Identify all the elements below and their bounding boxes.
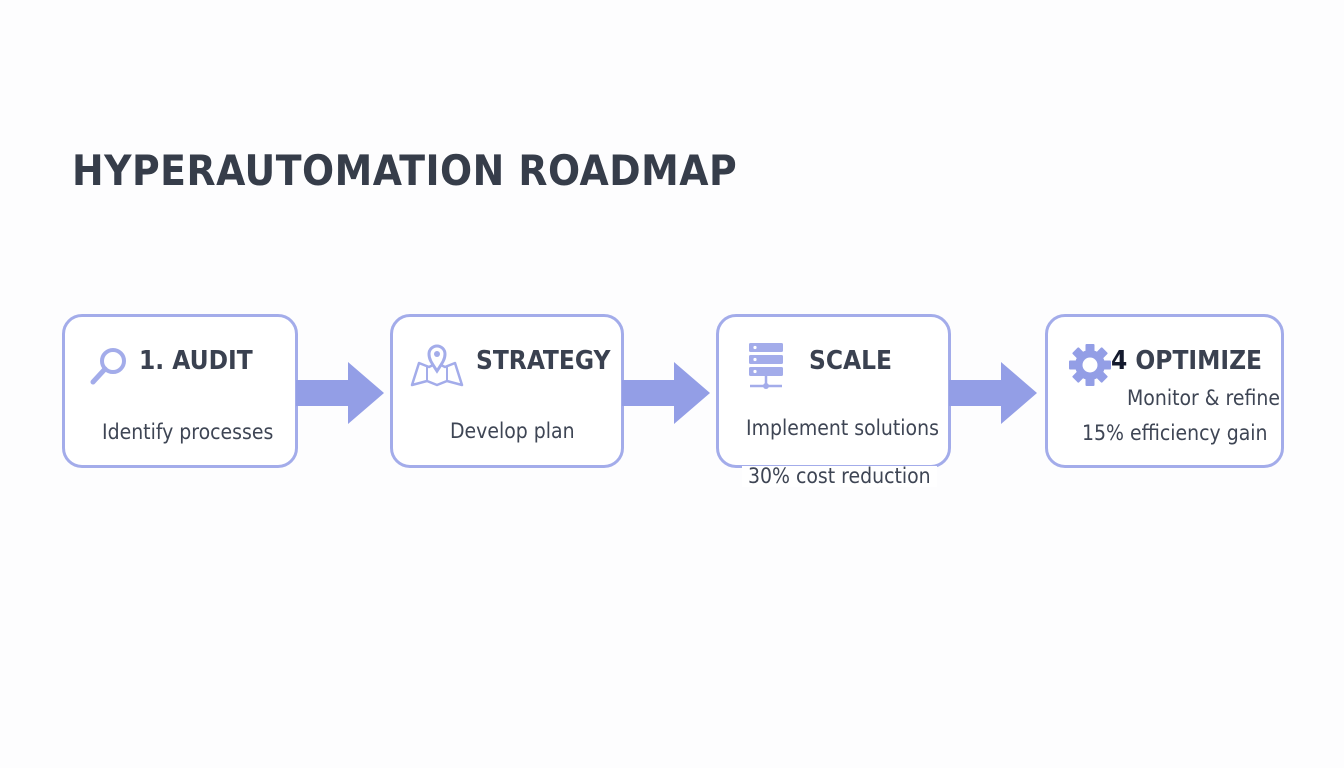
step-description: Identify processes: [102, 420, 274, 444]
step-description: Monitor & refine: [1127, 386, 1280, 410]
step-card-audit: 1. AUDIT Identify processes: [62, 314, 298, 468]
arrow-right-icon: [296, 362, 384, 424]
step-number: 4: [1111, 346, 1128, 376]
gear-icon: [1069, 344, 1111, 386]
metric-badge: 15% efficiency gain: [1082, 421, 1268, 445]
server-icon: [749, 343, 783, 389]
step-description: Implement solutions: [746, 416, 939, 440]
magnifier-icon: [90, 348, 126, 385]
metric-badge: 30% cost reduction: [742, 466, 937, 487]
step-card-scale: SCALE Implement solutions: [716, 314, 951, 468]
step-card-strategy: STRATEGY Develop plan: [390, 314, 624, 468]
step-label: STRATEGY: [476, 346, 611, 376]
step-label: 4 OPTIMIZE: [1111, 348, 1262, 374]
step-label: 1. AUDIT: [139, 346, 253, 376]
arrow-right-icon: [622, 362, 710, 424]
arrow-right-icon: [949, 362, 1037, 424]
step-description: Develop plan: [450, 419, 575, 443]
step-card-optimize: 4 OPTIMIZE Monitor & refine 15% efficien…: [1045, 314, 1284, 468]
map-pin-icon: [410, 344, 464, 387]
step-label-text: OPTIMIZE: [1127, 346, 1263, 376]
step-label: SCALE: [809, 346, 893, 376]
page-title: HYPERAUTOMATION ROADMAP: [72, 146, 738, 195]
